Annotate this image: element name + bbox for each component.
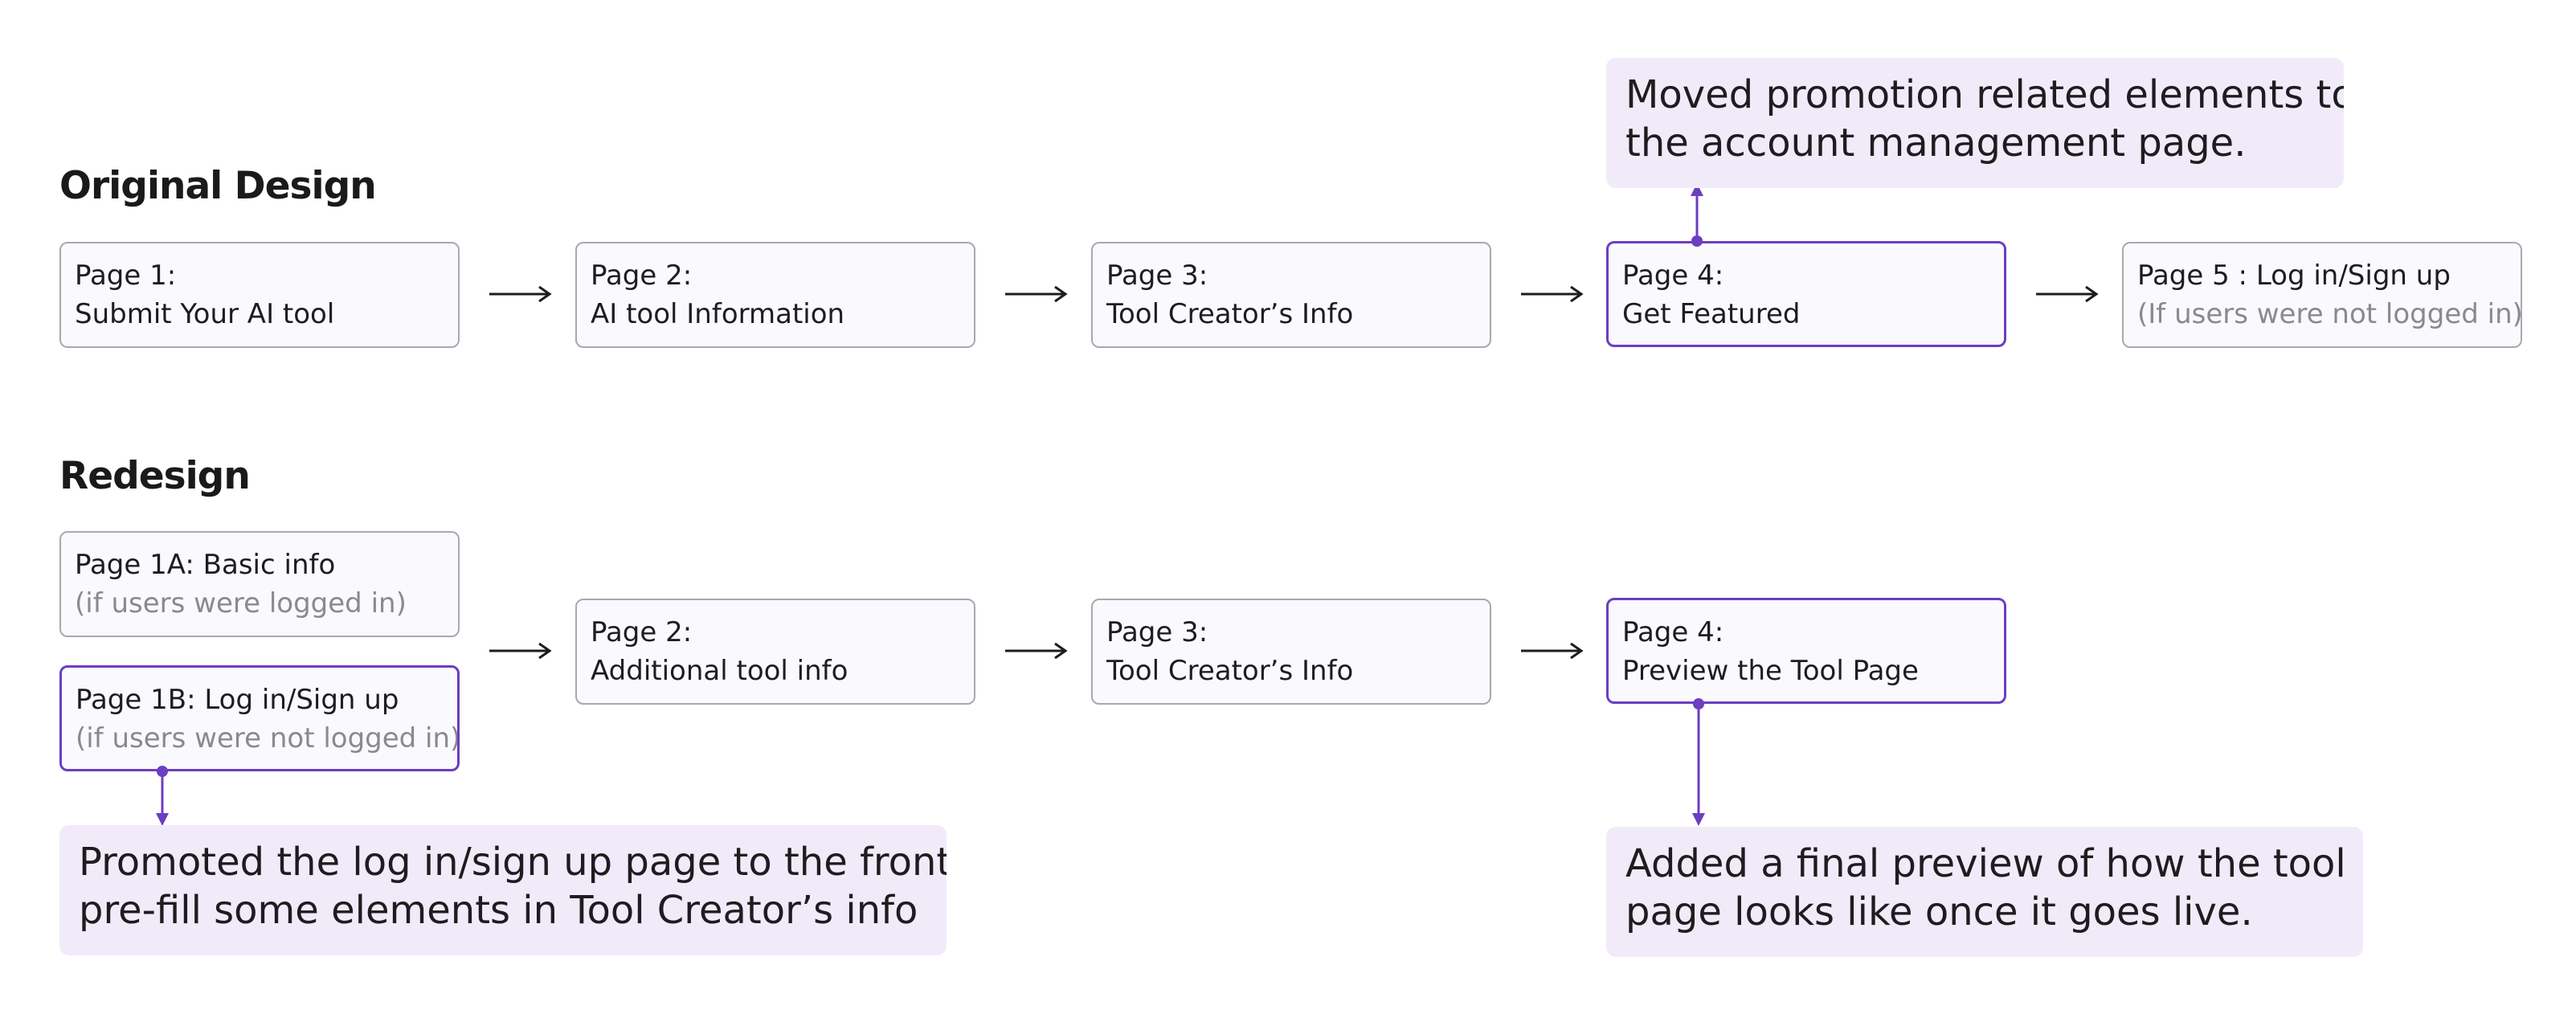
redesign-page-3-box: Page 3: Tool Creator’s Info — [1091, 599, 1491, 705]
note-line: the account management page. — [1625, 121, 2247, 166]
page-title: Page 1B: Log in/Sign up — [76, 684, 399, 716]
page-title: Page 1A: Basic info — [75, 549, 336, 581]
page-title: Page 4: — [1622, 616, 1724, 648]
page-description: Submit Your AI tool — [75, 298, 335, 330]
flow-arrow-icon — [1005, 642, 1068, 660]
page-description: AI tool Information — [591, 298, 845, 330]
flow-arrow-icon — [2036, 285, 2099, 303]
note-line: page looks like once it goes live. — [1625, 889, 2253, 934]
page-title: Page 5 : Log in/Sign up — [2137, 260, 2451, 292]
page-title: Page 2: — [591, 616, 693, 648]
original-page-4-box: Page 4: Get Featured — [1606, 241, 2006, 347]
page-description: Get Featured — [1622, 298, 1801, 330]
note-line: pre-fill some elements in Tool Creator’s… — [79, 888, 918, 933]
original-page-2-box: Page 2: AI tool Information — [575, 242, 975, 348]
annotation-connector — [1692, 698, 1705, 826]
flow-arrow-icon — [1005, 285, 1068, 303]
original-page-3-box: Page 3: Tool Creator’s Info — [1091, 242, 1491, 348]
page-condition-note: (if users were not logged in) — [76, 722, 460, 754]
page-title: Page 3: — [1106, 260, 1208, 292]
note-line: Moved promotion related elements to — [1625, 72, 2344, 117]
page-description: Tool Creator’s Info — [1106, 655, 1354, 687]
page-description: Additional tool info — [591, 655, 848, 687]
original-page-1-box: Page 1: Submit Your AI tool — [59, 242, 460, 348]
flow-arrow-icon — [489, 285, 552, 303]
flow-arrow-icon — [489, 642, 552, 660]
page-title: Page 4: — [1622, 260, 1724, 292]
redesign-page-1b-box: Page 1B: Log in/Sign up (if users were n… — [59, 665, 460, 771]
promotion-move-note: Moved promotion related elements to the … — [1606, 58, 2344, 188]
page-condition-note: (if users were logged in) — [75, 587, 407, 619]
original-design-heading: Original Design — [59, 164, 377, 208]
note-line: Added a final preview of how the tool — [1625, 841, 2346, 886]
annotation-connector — [156, 766, 169, 826]
flow-arrow-icon — [1521, 285, 1584, 303]
original-page-5-box: Page 5 : Log in/Sign up (If users were n… — [2122, 242, 2522, 348]
note-line: Promoted the log in/sign up page to the … — [79, 840, 947, 885]
page-title: Page 3: — [1106, 616, 1208, 648]
redesign-heading: Redesign — [59, 454, 251, 498]
redesign-page-2-box: Page 2: Additional tool info — [575, 599, 975, 705]
redesign-page-4-box: Page 4: Preview the Tool Page — [1606, 598, 2006, 704]
page-description: Preview the Tool Page — [1622, 655, 1919, 687]
redesign-page-1a-box: Page 1A: Basic info (if users were logge… — [59, 531, 460, 637]
page-condition-note: (If users were not logged in) — [2137, 298, 2522, 330]
page-description: Tool Creator’s Info — [1106, 298, 1354, 330]
flow-arrow-icon — [1521, 642, 1584, 660]
annotation-connector — [1691, 183, 1703, 247]
page-title: Page 2: — [591, 260, 693, 292]
preview-addition-note: Added a final preview of how the tool pa… — [1606, 827, 2363, 957]
login-promotion-note: Promoted the log in/sign up page to the … — [59, 825, 947, 955]
page-title: Page 1: — [75, 260, 177, 292]
